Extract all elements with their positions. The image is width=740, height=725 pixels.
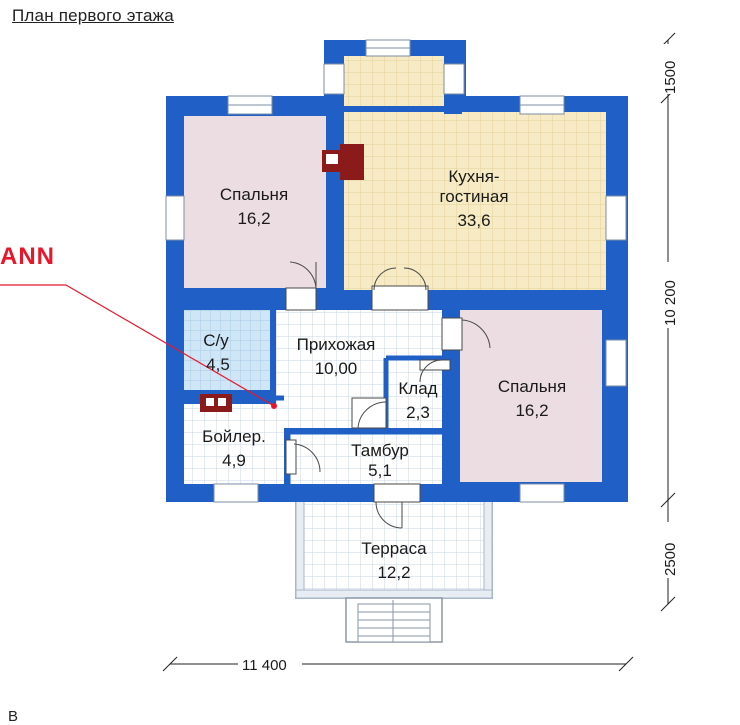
bathroom-area: 4,5	[206, 355, 230, 374]
stove-icon	[322, 144, 364, 180]
bedroom-left-label: Спальня	[220, 185, 288, 204]
kitchen-label-line2: гостиная	[439, 187, 508, 206]
vestibule-label: Тамбур	[351, 441, 409, 460]
bathroom-label: С/у	[203, 331, 229, 350]
kitchen-area: 33,6	[457, 211, 490, 230]
windows	[165, 39, 627, 503]
vestibule-area: 5,1	[368, 461, 392, 480]
boiler-label: Бойлер.	[202, 427, 266, 446]
terrace-area	[295, 487, 493, 599]
hallway-area: 10,00	[315, 359, 358, 378]
dim-total-width: 11 400	[242, 657, 287, 674]
caption-text: В	[8, 708, 19, 725]
dim-terrace-depth: 2500	[662, 543, 679, 576]
bedroom-right-area: 16,2	[515, 401, 548, 420]
dim-total-height: 10 200	[662, 280, 679, 326]
bedroom-left-area: 16,2	[237, 209, 270, 228]
boiler-area: 4,9	[222, 451, 246, 470]
pointer-line	[0, 284, 277, 409]
terrace-label: Терраса	[361, 539, 427, 558]
doors	[285, 261, 491, 529]
terrace-area-value: 12,2	[377, 563, 410, 582]
room-floors	[184, 56, 606, 484]
kitchen-label-line1: Кухня-	[448, 167, 499, 186]
storage-area: 2,3	[406, 403, 430, 422]
boiler-icon	[200, 394, 232, 412]
brand-logo-text: ANN	[0, 243, 55, 270]
bedroom-right-label: Спальня	[498, 377, 566, 396]
entrance-steps	[345, 597, 443, 643]
hallway-label: Прихожая	[297, 335, 376, 354]
dim-top-offset: 1500	[662, 61, 679, 94]
plan-title: План первого этажа	[12, 6, 174, 25]
storage-label: Клад	[398, 379, 437, 398]
